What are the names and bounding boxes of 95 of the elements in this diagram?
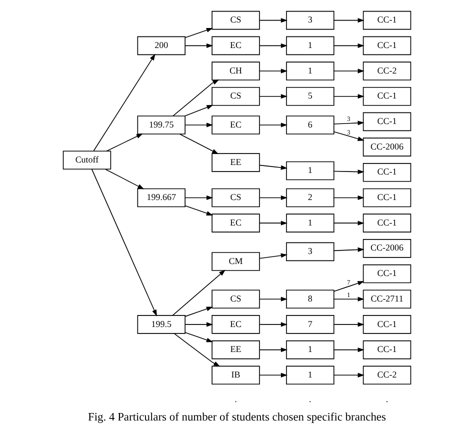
node-box: Cutoff xyxy=(62,150,112,170)
node-box: CC-1 xyxy=(362,86,412,106)
node-box: 200 xyxy=(137,36,186,56)
node-box: EC xyxy=(212,315,260,334)
arrow xyxy=(106,133,143,152)
node-box: IB xyxy=(212,366,260,385)
node-box: 3 xyxy=(286,10,334,30)
node-box: CC-1 xyxy=(362,163,412,182)
node-box: 1 xyxy=(286,161,334,180)
node-box: 199.75 xyxy=(137,116,186,134)
arrow xyxy=(174,333,220,367)
node-box: 1 xyxy=(286,62,334,80)
caption: Fig. 4 Particulars of number of students chosen specific branches xyxy=(88,411,386,424)
node-box: CH xyxy=(212,62,260,80)
label: . xyxy=(309,394,312,404)
arrow xyxy=(334,43,364,48)
arrow xyxy=(334,348,364,352)
arrow xyxy=(184,332,213,342)
arrow xyxy=(259,43,288,48)
arrow xyxy=(334,247,364,252)
arrow xyxy=(259,348,288,352)
node-box: 3 xyxy=(286,242,334,262)
arrow xyxy=(259,296,288,302)
arrow xyxy=(334,94,364,99)
node-box: 7 xyxy=(286,315,334,334)
node-box: 8 xyxy=(286,290,334,309)
node-box: CS xyxy=(212,86,260,106)
arrow xyxy=(334,372,364,378)
arrow xyxy=(172,79,220,116)
node-box: CS xyxy=(212,290,260,309)
arrow xyxy=(259,94,288,99)
arrow xyxy=(172,270,226,316)
arrow xyxy=(105,168,144,190)
arrow xyxy=(179,134,219,154)
node-box: 1 xyxy=(286,366,334,385)
arrow xyxy=(259,195,288,200)
arrow xyxy=(259,372,288,378)
node-box: CC-1 xyxy=(362,264,412,284)
node-box: 199.667 xyxy=(137,188,186,208)
node-box: CS xyxy=(212,10,260,30)
arrow xyxy=(184,28,213,38)
arrow xyxy=(334,220,364,226)
arrow xyxy=(334,18,364,23)
arrow xyxy=(334,322,364,327)
node-box: 6 xyxy=(286,116,334,134)
node-box: CC-2711 xyxy=(362,290,412,309)
node-box: 2 xyxy=(286,188,334,208)
arrow xyxy=(184,122,214,128)
node-box: 5 xyxy=(286,86,334,106)
arrow xyxy=(259,122,288,128)
arrow xyxy=(259,220,288,226)
node-box: EE xyxy=(212,340,260,360)
label: . xyxy=(234,394,237,404)
arrow xyxy=(334,120,364,126)
arrow xyxy=(184,43,214,48)
arrow xyxy=(184,322,214,327)
label: . xyxy=(386,394,388,404)
arrow xyxy=(259,164,288,170)
arrow xyxy=(259,253,288,259)
node-box: EC xyxy=(212,36,260,56)
node-box: CC-2006 xyxy=(362,239,412,258)
node-box: EC xyxy=(212,214,260,232)
arrow xyxy=(334,281,364,292)
arrow xyxy=(91,168,157,316)
arrow xyxy=(259,322,288,327)
node-box: EE xyxy=(212,153,260,172)
node-box: CC-1 xyxy=(362,10,412,30)
arrow xyxy=(184,104,214,116)
node-box: 1 xyxy=(286,340,334,360)
node-box: 1 xyxy=(286,214,334,232)
arrow xyxy=(334,195,364,200)
node-box: CS xyxy=(212,188,260,208)
arrow xyxy=(259,68,288,74)
node-box: CC-1 xyxy=(362,340,412,360)
arrow xyxy=(259,18,288,23)
node-box: 199.5 xyxy=(137,315,186,334)
node-box: CC-1 xyxy=(362,188,412,208)
node-box: EC xyxy=(212,116,260,134)
arrow xyxy=(93,54,156,152)
arrow xyxy=(334,296,364,302)
node-box: CC-1 xyxy=(362,112,412,132)
node-box: CC-2 xyxy=(362,366,412,385)
node-box: CC-2 xyxy=(362,62,412,80)
arrow xyxy=(184,205,213,216)
arrow xyxy=(334,131,364,141)
node-box: CC-1 xyxy=(362,214,412,232)
node-box: CM xyxy=(212,252,260,271)
arrow xyxy=(184,195,214,200)
node-box: CC-1 xyxy=(362,36,412,56)
node-box: 1 xyxy=(286,36,334,56)
arrow xyxy=(184,306,213,317)
arrow xyxy=(334,68,364,74)
arrow xyxy=(334,170,364,174)
node-box: CC-2006 xyxy=(362,138,412,156)
node-box: CC-1 xyxy=(362,315,412,334)
